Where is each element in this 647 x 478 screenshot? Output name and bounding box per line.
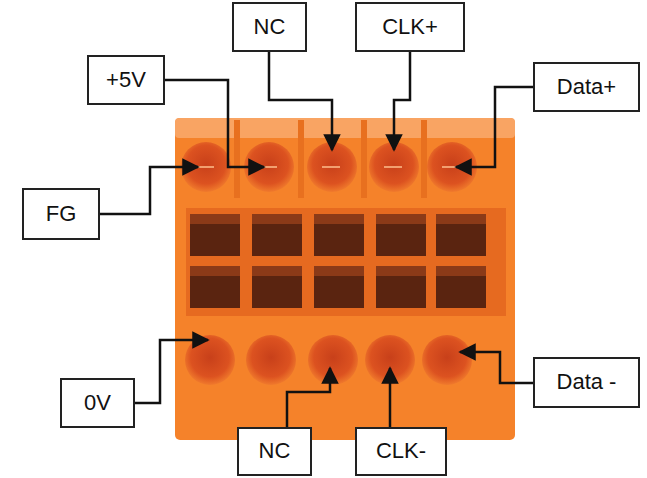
connector-grooves: [234, 120, 427, 198]
callout-box: CLK-: [355, 427, 447, 476]
slot-grid: [186, 208, 506, 316]
pin-label: NC: [259, 439, 291, 463]
callout-box: NC: [237, 427, 312, 476]
pin-label: Data -: [557, 370, 617, 394]
pin-label: +5V: [106, 68, 146, 92]
callout-box: Data+: [533, 62, 640, 112]
connector-lip: [175, 118, 515, 138]
top-holes: [181, 142, 477, 192]
pin-label: Data+: [557, 75, 616, 99]
callout-box: FG: [22, 188, 100, 240]
pin-label: FG: [46, 202, 77, 226]
callout-box: 0V: [60, 378, 135, 428]
leader-lines: [100, 52, 533, 427]
callout-box: CLK+: [355, 2, 465, 52]
callout-box: NC: [232, 2, 307, 52]
pin-label: NC: [254, 15, 286, 39]
callout-box: Data -: [533, 357, 640, 408]
bottom-holes: [185, 335, 472, 385]
pin-label: 0V: [84, 391, 111, 415]
pin-label: CLK+: [382, 15, 438, 39]
pin-label: CLK-: [376, 439, 426, 463]
callout-box: +5V: [87, 55, 165, 105]
